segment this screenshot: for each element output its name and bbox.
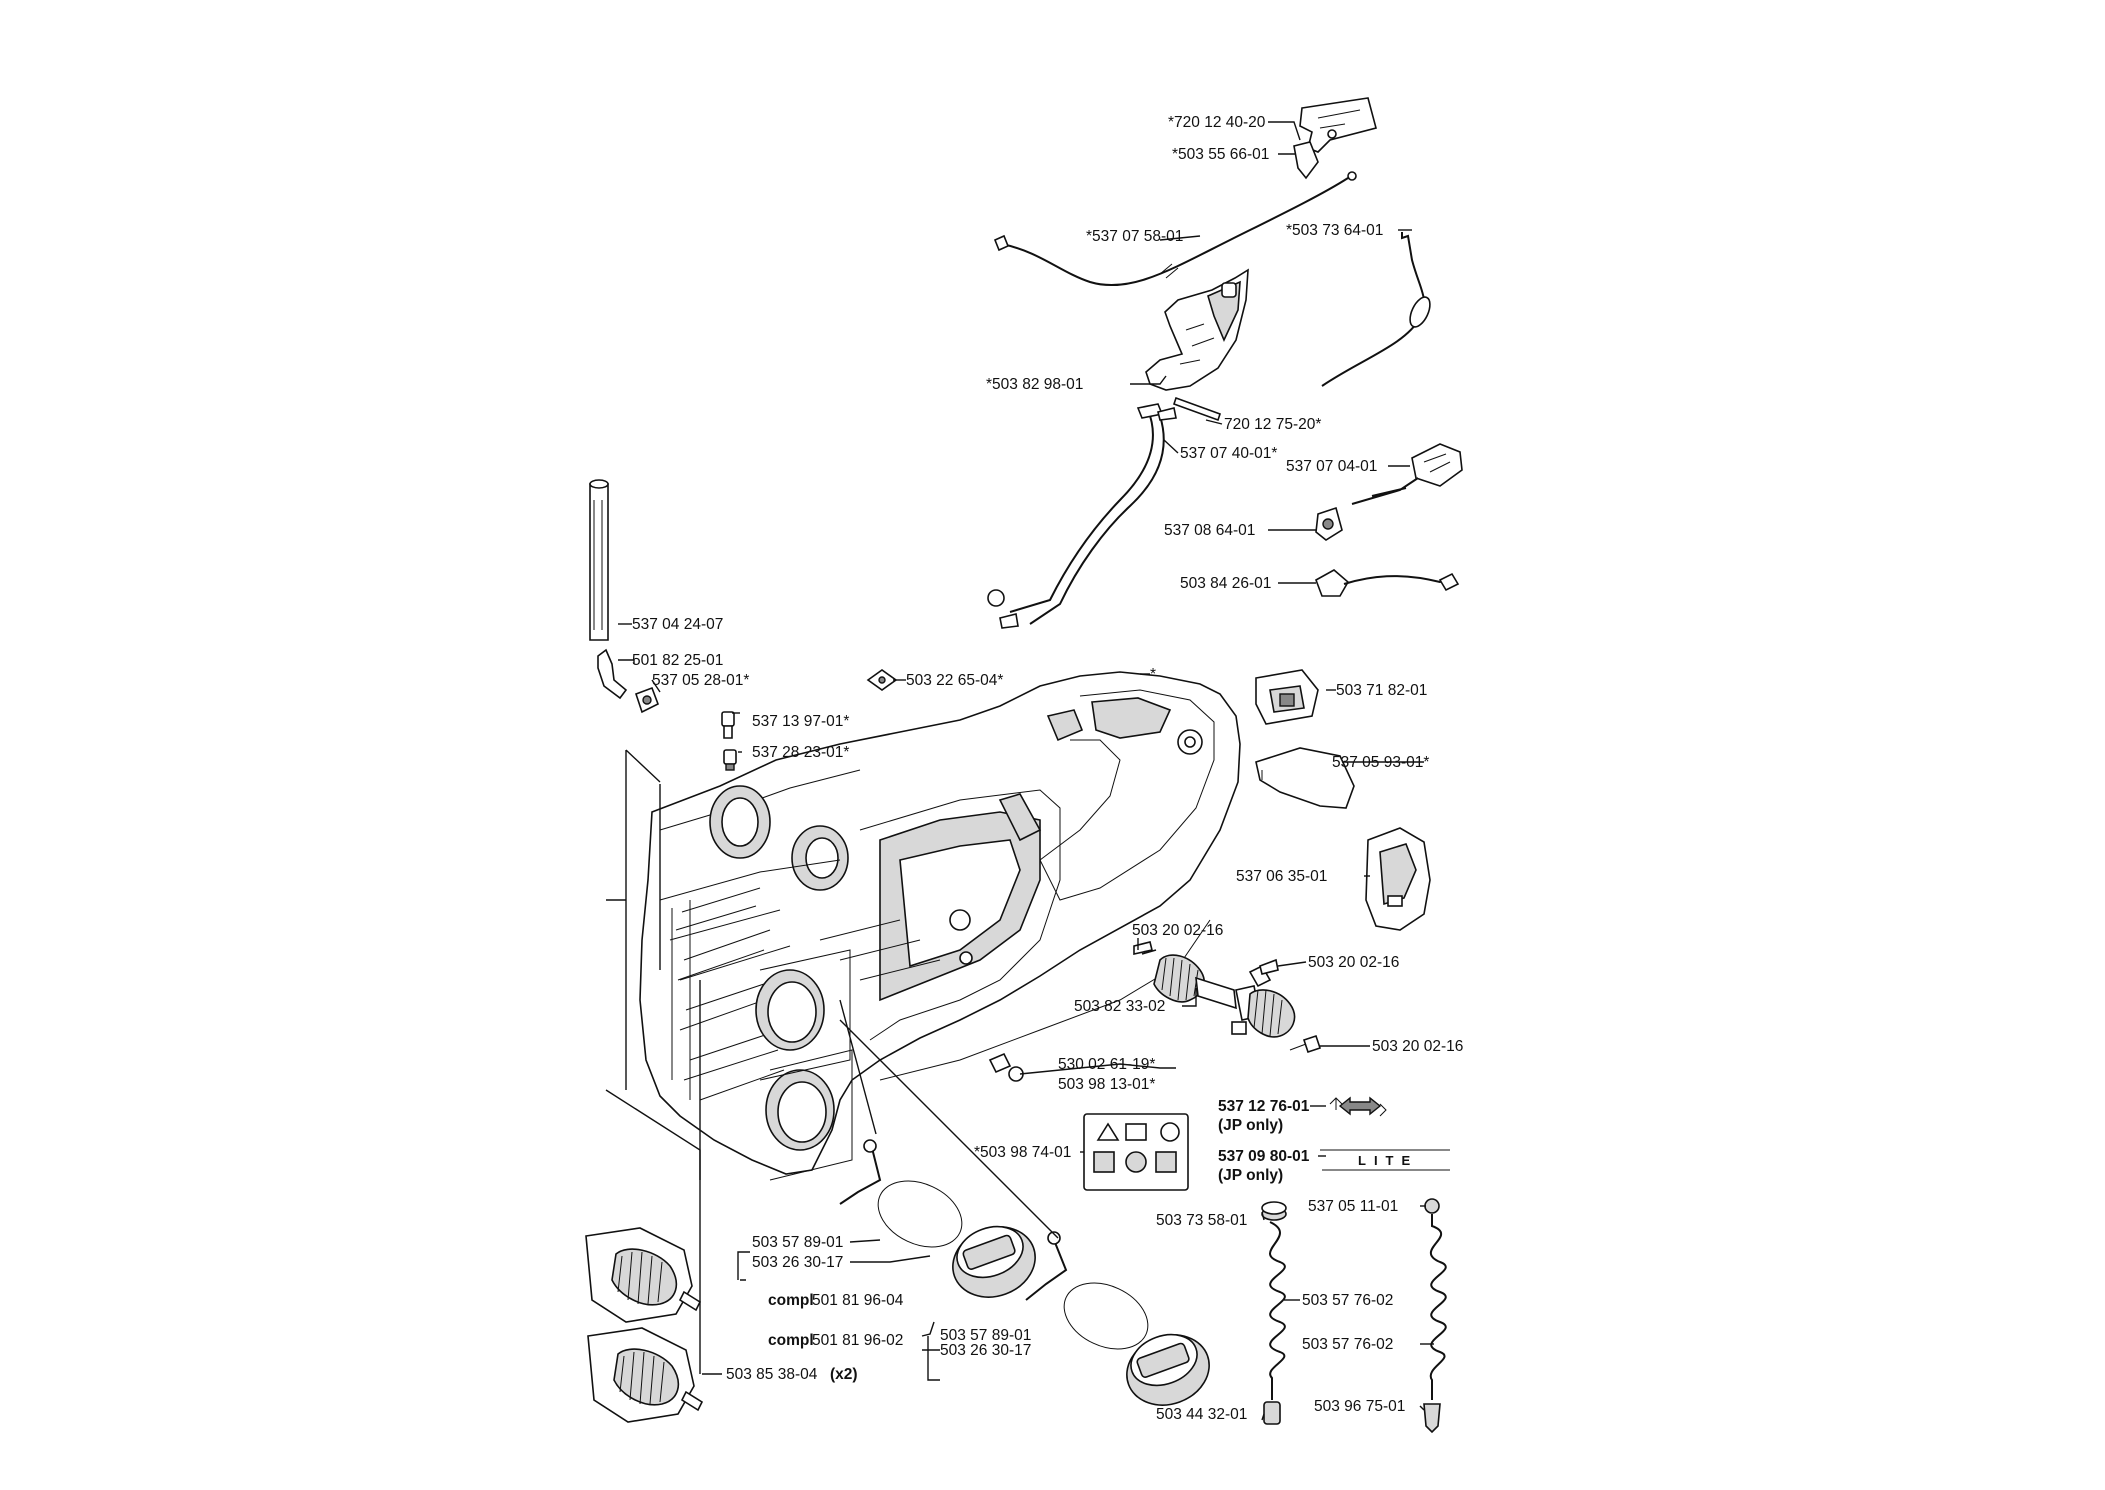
label-503-57-89-01-b: 503 57 89-01 (940, 1327, 1031, 1344)
label-501-81-96-04: 501 81 96-04 (812, 1292, 904, 1309)
label-537-12-76-01: 537 12 76-01 (1218, 1098, 1310, 1115)
av-buffer-upper-part (585, 1227, 702, 1323)
label-537-28-23-01: 537 28 23-01* (752, 744, 849, 761)
label-503-20-02-16-a: 503 20 02-16 (1132, 922, 1223, 939)
plunger-part (721, 711, 735, 739)
label-503-98-74-01: *503 98 74-01 (974, 1144, 1071, 1161)
label-503-73-58-01: 503 73 58-01 (1156, 1212, 1247, 1229)
label-537-13-97-01: 537 13 97-01* (752, 713, 849, 730)
elbow-fitting-part (597, 648, 628, 700)
label-jp-only-a: (JP only) (1218, 1117, 1283, 1134)
label-537-07-04-01: 537 07 04-01 (1286, 458, 1377, 475)
label-503-26-30-17-a: 503 26 30-17 (752, 1254, 843, 1271)
label-503-57-89-01-a: 503 57 89-01 (752, 1234, 843, 1251)
grommet-part (1315, 506, 1343, 541)
label-503-96-75-01: 503 96 75-01 (1314, 1398, 1405, 1415)
spring-insert-right-part (1423, 1403, 1441, 1434)
label-503-20-02-16-c: 503 20 02-16 (1372, 1038, 1463, 1055)
wiring-harness-part (987, 403, 1177, 629)
label-503-22-65-04: 503 22 65-04* (906, 672, 1003, 689)
spring-cap-right-part (1424, 1198, 1440, 1214)
label-asterisk: * (1150, 666, 1156, 683)
fuel-hose-part (589, 479, 609, 641)
cover-pad-part (1255, 747, 1355, 809)
stop-switch-part (1351, 443, 1463, 505)
plug-part (723, 749, 737, 771)
crankcase-handle-housing (639, 671, 1241, 1181)
label-537-05-93-01: 537 05 93-01* (1332, 754, 1429, 771)
label-537-04-24-07: 537 04 24-07 (632, 616, 723, 633)
pin-part (1172, 396, 1222, 422)
oil-cap-lower-part (1025, 1231, 1210, 1406)
spring-right-part (1429, 1214, 1447, 1400)
label-503-26-30-17-b: 503 26 30-17 (940, 1342, 1031, 1359)
handle-bracket-part (1145, 268, 1249, 391)
spring-left-part (1269, 1221, 1286, 1400)
label-503-55-66-01: *503 55 66-01 (1172, 146, 1269, 163)
label-537-05-28-01: 537 05 28-01* (652, 672, 749, 689)
label-501-81-96-02: 501 81 96-02 (812, 1332, 903, 1349)
label-720-12-40-20: *720 12 40-20 (1168, 114, 1266, 131)
av-buffer-lower-part (587, 1327, 704, 1423)
lite-decal: LITE (1320, 1149, 1450, 1171)
switch-button-part (1255, 669, 1319, 725)
label-503-57-76-02-a: 503 57 76-02 (1302, 1292, 1393, 1309)
fuel-cap-upper-part (839, 1139, 1036, 1298)
label-537-08-64-01: 537 08 64-01 (1164, 522, 1255, 539)
lite-decal-text: LITE (1358, 1153, 1418, 1168)
label-537-09-80-01: 537 09 80-01 (1218, 1148, 1310, 1165)
throttle-cable-part (993, 171, 1357, 287)
washer-screw-part (988, 1052, 1024, 1082)
grommet-connector-part (634, 686, 660, 714)
av-spring-assembly-part (1133, 941, 1296, 1038)
label-503-82-33-02: 503 82 33-02 (1074, 998, 1165, 1015)
label-530-02-61-19: 530 02 61-19* (1058, 1056, 1155, 1073)
label-537-07-40-01: 537 07 40-01* (1180, 445, 1277, 462)
spring-cap-left-part (1261, 1201, 1287, 1221)
label-720-12-75-20: 720 12 75-20* (1224, 416, 1321, 433)
screw-part (1141, 949, 1322, 1054)
label-537-06-35-01: 537 06 35-01 (1236, 868, 1327, 885)
label-jp-only-b: (JP only) (1218, 1167, 1283, 1184)
label-503-71-82-01: 503 71 82-01 (1336, 682, 1427, 699)
label-503-98-13-01: 503 98 13-01* (1058, 1076, 1155, 1093)
label-503-73-64-01: *503 73 64-01 (1286, 222, 1383, 239)
label-537-07-58-01: *537 07 58-01 (1086, 228, 1183, 245)
label-503-85-38-04: 503 85 38-04 (726, 1366, 818, 1383)
part-labels: *720 12 40-20 *503 55 66-01 *537 07 58-0… (632, 114, 1463, 1423)
jp-arrow-decal (1329, 1096, 1387, 1117)
leader-lines (605, 121, 1434, 1421)
label-537-05-11-01: 537 05 11-01 (1308, 1198, 1398, 1215)
spring-insert-left-part (1263, 1401, 1281, 1425)
switch-cable-part (1315, 569, 1460, 597)
label-compl-a: compl (768, 1292, 814, 1309)
wire-spring-part (1321, 232, 1431, 387)
label-503-84-26-01: 503 84 26-01 (1180, 575, 1271, 592)
throttle-trigger-part (1293, 97, 1377, 180)
label-x2: (x2) (830, 1366, 858, 1383)
label-501-82-25-01: 501 82 25-01 (632, 652, 723, 669)
warning-decal (1083, 1113, 1189, 1191)
label-503-44-32-01: 503 44 32-01 (1156, 1406, 1247, 1423)
top-washer-part (866, 669, 898, 691)
air-cover-part (1365, 827, 1431, 931)
label-503-57-76-02-b: 503 57 76-02 (1302, 1336, 1393, 1353)
label-503-82-98-01: *503 82 98-01 (986, 376, 1083, 393)
label-503-20-02-16-b: 503 20 02-16 (1308, 954, 1399, 971)
label-compl-b: compl (768, 1332, 814, 1349)
